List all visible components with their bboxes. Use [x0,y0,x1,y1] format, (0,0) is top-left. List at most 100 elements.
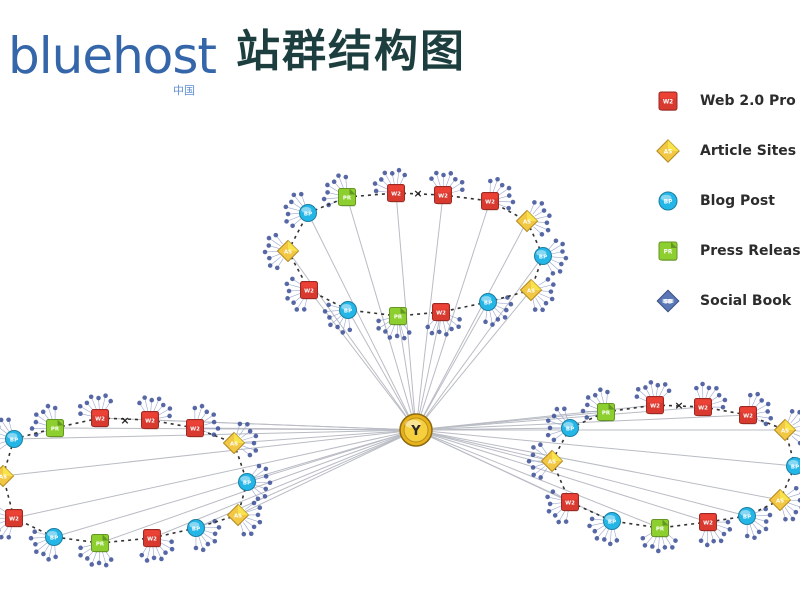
fan-spoke [374,183,388,190]
social-bookmark-dot [167,413,172,419]
fan-spoke [36,414,48,424]
social-bookmark-dot [396,167,402,173]
fan-spoke [755,514,770,516]
social-bookmark-dot [262,249,268,255]
fan-spoke [31,537,46,539]
fan-spoke [144,397,149,412]
fan-spoke [285,206,300,211]
social-bookmark-dot [89,562,95,567]
social-bookmark-dot [648,380,654,385]
social-bookmark-dot [547,501,553,507]
social-bookmark-dot [340,330,346,335]
fan-spoke [756,415,771,419]
social-bookmark-dot [192,405,198,411]
social-bookmark-dot [96,560,102,566]
web20-icon-glyph: W2 [658,91,678,111]
social-bookmark-dot [137,400,142,406]
social-bookmark-dot [789,409,795,414]
fan-spoke [153,398,160,412]
social-bookmark-dot [372,181,378,186]
social-bookmark-dot [284,281,290,287]
hub-link-line [415,200,491,431]
social-bookmark-dot [373,188,379,194]
social-bookmark-dot [163,550,168,556]
node-badge-text: PR [656,526,665,532]
social-bookmark-dot [538,475,543,480]
press-release-icon: PR [91,534,109,553]
fan-spoke [198,536,204,550]
social-bookmark-dot [247,452,253,458]
bookmark-fan [488,176,516,211]
legend-label: Social Book [700,293,792,309]
social-bookmark-dot [490,322,495,327]
fan-spoke [0,427,8,434]
fan-spoke [539,293,553,300]
fan-spoke [330,315,342,326]
social-bookmark-dot [767,512,773,518]
hub-link-line [233,429,417,444]
bookmark-fan [694,381,728,410]
social-bookmark-dot [285,296,290,301]
fan-spoke [324,197,339,200]
social-bookmark-dot [589,516,595,522]
bookmark-fan [747,391,774,427]
social-bookmark-dot [262,494,268,499]
web20-icon: W2 [91,409,109,428]
node-badge-text: BP [664,200,673,206]
bookmark-fan [376,317,412,341]
social-bookmark-dot [783,516,788,522]
bookmark-fan [744,506,773,541]
social-bookmark-dot [149,397,155,403]
social-bookmark-dot [376,318,381,324]
social-bookmark-dot [547,213,552,219]
node-badge-text: AS [664,150,673,156]
social-bookmark-dot [545,418,551,423]
fan-spoke [287,292,301,299]
web20-icon: W2 [5,509,23,528]
social-bookmark-dot [267,255,272,261]
social-bookmark-dot [655,382,661,388]
social-bookmark-dot [670,545,675,550]
hub-link-line [415,429,661,529]
blog-post-icon: BP [45,528,63,546]
social-bookmark-dot [160,402,166,408]
fan-spoke [47,406,53,420]
node-badge-text: BP [344,308,352,314]
social-bookmark-dot [53,554,58,560]
social-bookmark-dot [436,329,442,335]
hub-link-line [415,311,442,431]
node-badge-text: BP [791,464,799,470]
hub-link-line [99,429,417,544]
web20-icon: W2 [434,186,452,205]
hub-link-line [237,429,417,516]
social-bookmark-dot [483,319,488,325]
social-bookmark-dot [711,538,716,544]
social-bookmark-dot [587,523,592,529]
social-bookmark-dot [257,519,263,525]
social-bookmark-dot [434,170,439,176]
social-bookmark-dot [298,191,304,197]
social-bookmark-dot [32,529,38,535]
social-bookmark-dot [634,394,640,399]
legend-label: Press Releas [700,243,800,259]
social-bookmark-dot [541,208,547,213]
hub-link-line [2,429,417,477]
social-bookmark-dot [108,557,114,562]
social-bookmark-dot [0,528,1,532]
social-bookmark-dot [322,309,328,314]
fan-spoke [102,551,107,566]
social-bookmark-dot [704,542,710,548]
social-bookmark-dot [142,395,147,400]
social-bookmark-dot [662,545,668,550]
web20-icon: W2 [561,493,579,512]
social-bookmark-dot [406,330,412,335]
fan-spoke [91,551,98,565]
social-bookmark-dot [765,401,771,407]
node-badge-text: AS [527,288,535,294]
web20-icon: W2 [694,398,712,417]
social-bookmark-dot [383,329,388,334]
social-bookmark-dot [544,220,550,226]
social-bookmark-dot [716,392,722,398]
social-bookmark-dot [756,529,762,535]
fan-spoke [533,466,546,476]
